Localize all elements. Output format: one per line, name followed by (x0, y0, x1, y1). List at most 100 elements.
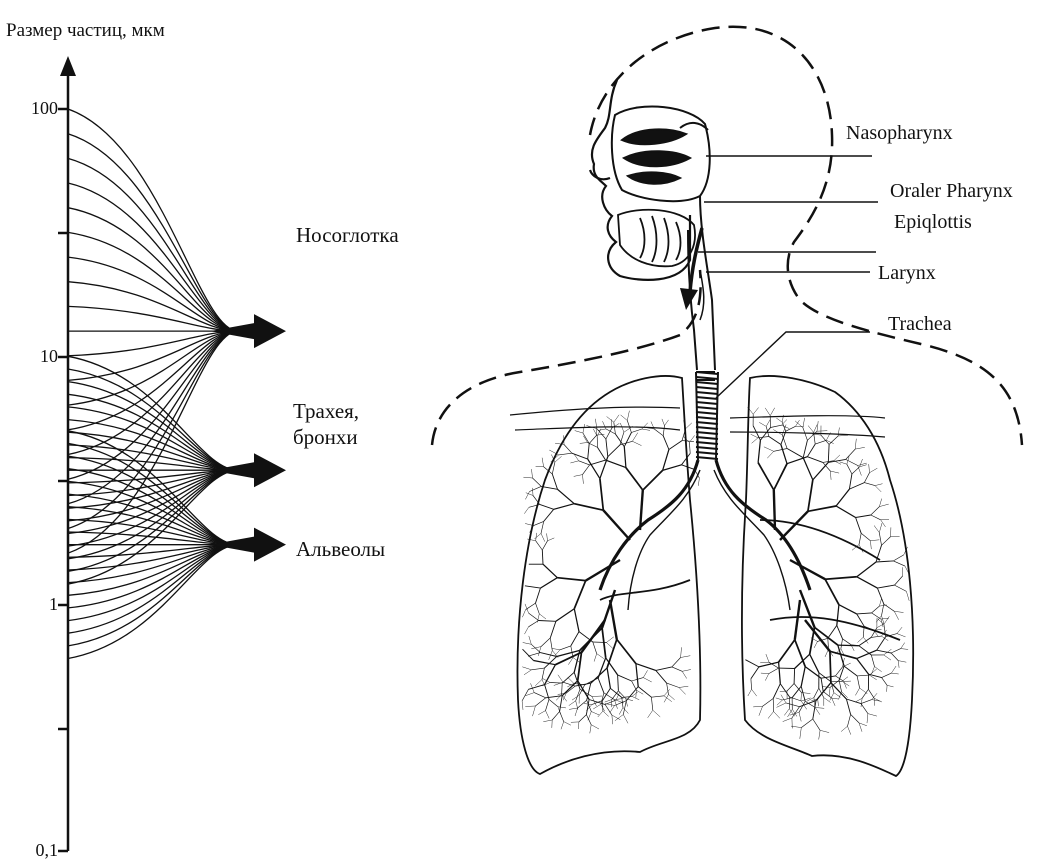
trachea-ring (696, 407, 718, 409)
region-label-alveoli: Альвеолы (296, 536, 385, 562)
bronchus-branch (848, 714, 851, 726)
bronchus-branch (614, 415, 619, 422)
deposition-arrowhead (254, 528, 286, 562)
bronchus-branch (820, 730, 829, 732)
bronchus-branch (612, 715, 613, 724)
bronchus-branch (879, 499, 881, 507)
bronchus-branch (631, 429, 642, 433)
bronchus-branch (606, 460, 626, 468)
bronchus-branch (801, 686, 805, 701)
bronchus-branch (838, 435, 848, 436)
bronchus-branch (857, 676, 860, 688)
bronchus-branch (592, 696, 602, 697)
bronchus-branch (619, 708, 623, 715)
bronchus-branch (548, 538, 555, 541)
bronchus-branch (593, 704, 601, 709)
bronchus-branch (821, 678, 823, 691)
fan-line (68, 545, 238, 659)
bronchus-branch (638, 687, 651, 698)
bronchus-branch (536, 603, 540, 614)
bronchus-branch (752, 689, 757, 696)
bronchus-branch (651, 696, 664, 697)
bronchus-branch (541, 638, 550, 647)
bronchus-branch (857, 659, 869, 675)
bronchus-branch (558, 675, 563, 682)
bronchus-branch (846, 699, 861, 704)
bronchus-branch (799, 712, 801, 721)
bronchus-branch (841, 726, 847, 731)
bronchus-branch (874, 526, 879, 533)
fan-line (68, 331, 238, 405)
bronchus-branch (643, 470, 663, 490)
bronchus-branch (539, 614, 546, 619)
bronchus-branch (855, 447, 865, 449)
bronchus-branch (887, 685, 888, 692)
bronchus-branch (877, 637, 886, 651)
bronchus-branch (632, 696, 639, 699)
trachea-ring (696, 457, 718, 459)
bronchus-branch (525, 604, 529, 613)
bronchus-branch (583, 433, 589, 444)
bronchus-branch (763, 699, 774, 707)
bronchus-branch (540, 504, 554, 509)
bronchus-branch (836, 506, 856, 518)
bronchus-branch (817, 421, 818, 431)
bronchus-branch (893, 561, 905, 566)
bronchus-branch (879, 504, 888, 507)
bronchus-branch (541, 486, 557, 489)
bronchus-branch (550, 621, 556, 638)
bronchus-branch (771, 425, 782, 427)
bronchus-branch (686, 423, 692, 429)
bronchus-branch (838, 428, 839, 437)
bronchus-branch (882, 537, 891, 546)
bronchus-branch (875, 486, 881, 492)
bronchus-branch (542, 541, 547, 550)
bronchus-branch (606, 637, 613, 643)
left-lung (517, 376, 700, 774)
bronchus-branch (803, 440, 807, 457)
bronchus-branch (543, 720, 552, 722)
bronchus-branch (870, 468, 878, 473)
bronchus-branch (535, 698, 545, 706)
bronchus-branch (562, 672, 574, 683)
bronchus-branch (846, 699, 850, 714)
bronchus-branch (569, 701, 576, 706)
fan-line (68, 431, 238, 545)
bronchus-branch (753, 706, 762, 707)
bronchus-branch (522, 667, 531, 670)
bronchus-branch (808, 426, 814, 433)
bronchus-branch (598, 678, 604, 693)
bronchus-branch (781, 445, 787, 464)
bronchus-branch (541, 533, 545, 541)
bronchus-branch (545, 685, 549, 700)
bronchus-branch (542, 458, 544, 467)
bronchus-branch (642, 429, 650, 430)
bronchus-branch (774, 712, 780, 719)
bronchus-branch (610, 600, 617, 639)
trachea-ring (696, 392, 718, 394)
bronchus-branch (523, 643, 532, 645)
bronchus-branch (895, 576, 903, 585)
bronchus-branch (560, 646, 571, 650)
bronchus-branch (872, 700, 881, 702)
bronchus-branch (759, 422, 766, 426)
bronchus-branch (815, 708, 820, 715)
bronchus-branch (894, 611, 898, 620)
trachea-ring (696, 427, 718, 429)
bronchus-branch (859, 723, 867, 726)
bronchus-branch (574, 609, 579, 632)
bronchus-branch (594, 654, 597, 662)
fan-line (68, 470, 238, 584)
label-leaders (698, 156, 878, 398)
bronchus-branch (534, 521, 544, 525)
bronchus-branch (606, 428, 612, 439)
bronchus-branch (545, 665, 556, 685)
bronchus-branch (828, 444, 829, 462)
bronchus-branch (529, 685, 545, 690)
bronchus-branch (603, 421, 606, 429)
bronchus-branch (783, 718, 792, 722)
bronchus-branch (897, 627, 902, 634)
bronchus-branch (636, 664, 638, 687)
fan-line (68, 331, 238, 553)
bronchus-branch (859, 723, 862, 732)
